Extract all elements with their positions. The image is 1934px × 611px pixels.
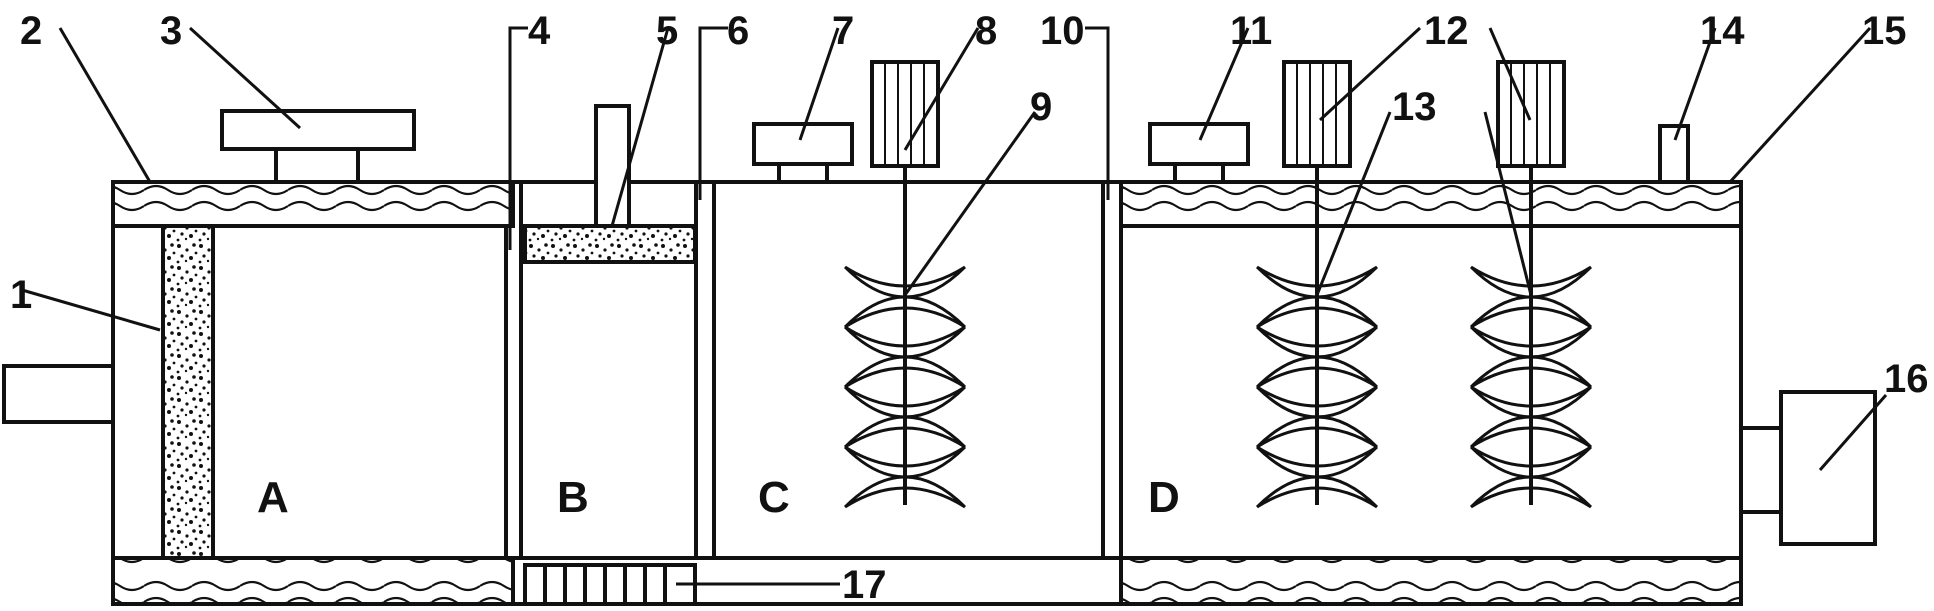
callout-4: 4 <box>528 9 551 53</box>
callout-5: 5 <box>656 9 678 53</box>
insulated-bottom-wall-left <box>111 556 515 606</box>
chamber-c-label: C <box>758 473 790 522</box>
insulated-top-wall-right <box>1119 180 1743 228</box>
callout-15: 15 <box>1862 9 1907 53</box>
filter-plate <box>523 224 697 264</box>
sensor-14 <box>1658 124 1690 184</box>
callout-3: 3 <box>160 9 182 53</box>
outlet-unit-16 <box>1739 390 1877 546</box>
callout-11: 11 <box>1230 9 1272 53</box>
vent-pipe <box>594 104 631 228</box>
top-unit-3 <box>220 109 416 182</box>
callout-6: 6 <box>727 9 749 53</box>
chamber-a-label: A <box>257 473 289 522</box>
filter-layer <box>161 224 215 560</box>
partition-6 <box>694 182 716 558</box>
insulated-top-wall-left <box>111 180 515 228</box>
chamber-b-label: B <box>557 473 589 522</box>
callout-10: 10 <box>1040 9 1085 53</box>
partition-4 <box>504 182 523 558</box>
callout-2: 2 <box>20 9 42 53</box>
chamber-d-label: D <box>1148 473 1180 522</box>
insulated-bottom-wall-right <box>1119 556 1743 606</box>
motor-12a <box>1282 60 1352 168</box>
agitator-13a <box>1255 166 1379 509</box>
vessel-outline <box>111 180 1743 606</box>
inlet-pipe <box>2 364 115 424</box>
callout-13: 13 <box>1392 85 1437 129</box>
agitator-9 <box>843 166 967 509</box>
callout-1: 1 <box>10 273 32 317</box>
callout-9: 9 <box>1030 85 1052 129</box>
partition-10 <box>1101 182 1123 558</box>
callout-7: 7 <box>832 9 854 53</box>
agitator-13b <box>1469 166 1593 509</box>
callout-16: 16 <box>1884 357 1929 401</box>
bottom-grating <box>523 563 697 606</box>
callout-8: 8 <box>975 9 997 53</box>
callout-17: 17 <box>842 563 887 607</box>
top-unit-11 <box>1148 122 1250 182</box>
motor-12b <box>1496 60 1566 168</box>
callout-12: 12 <box>1424 9 1469 53</box>
leader-lines <box>21 26 1888 586</box>
callout-14: 14 <box>1700 9 1745 53</box>
